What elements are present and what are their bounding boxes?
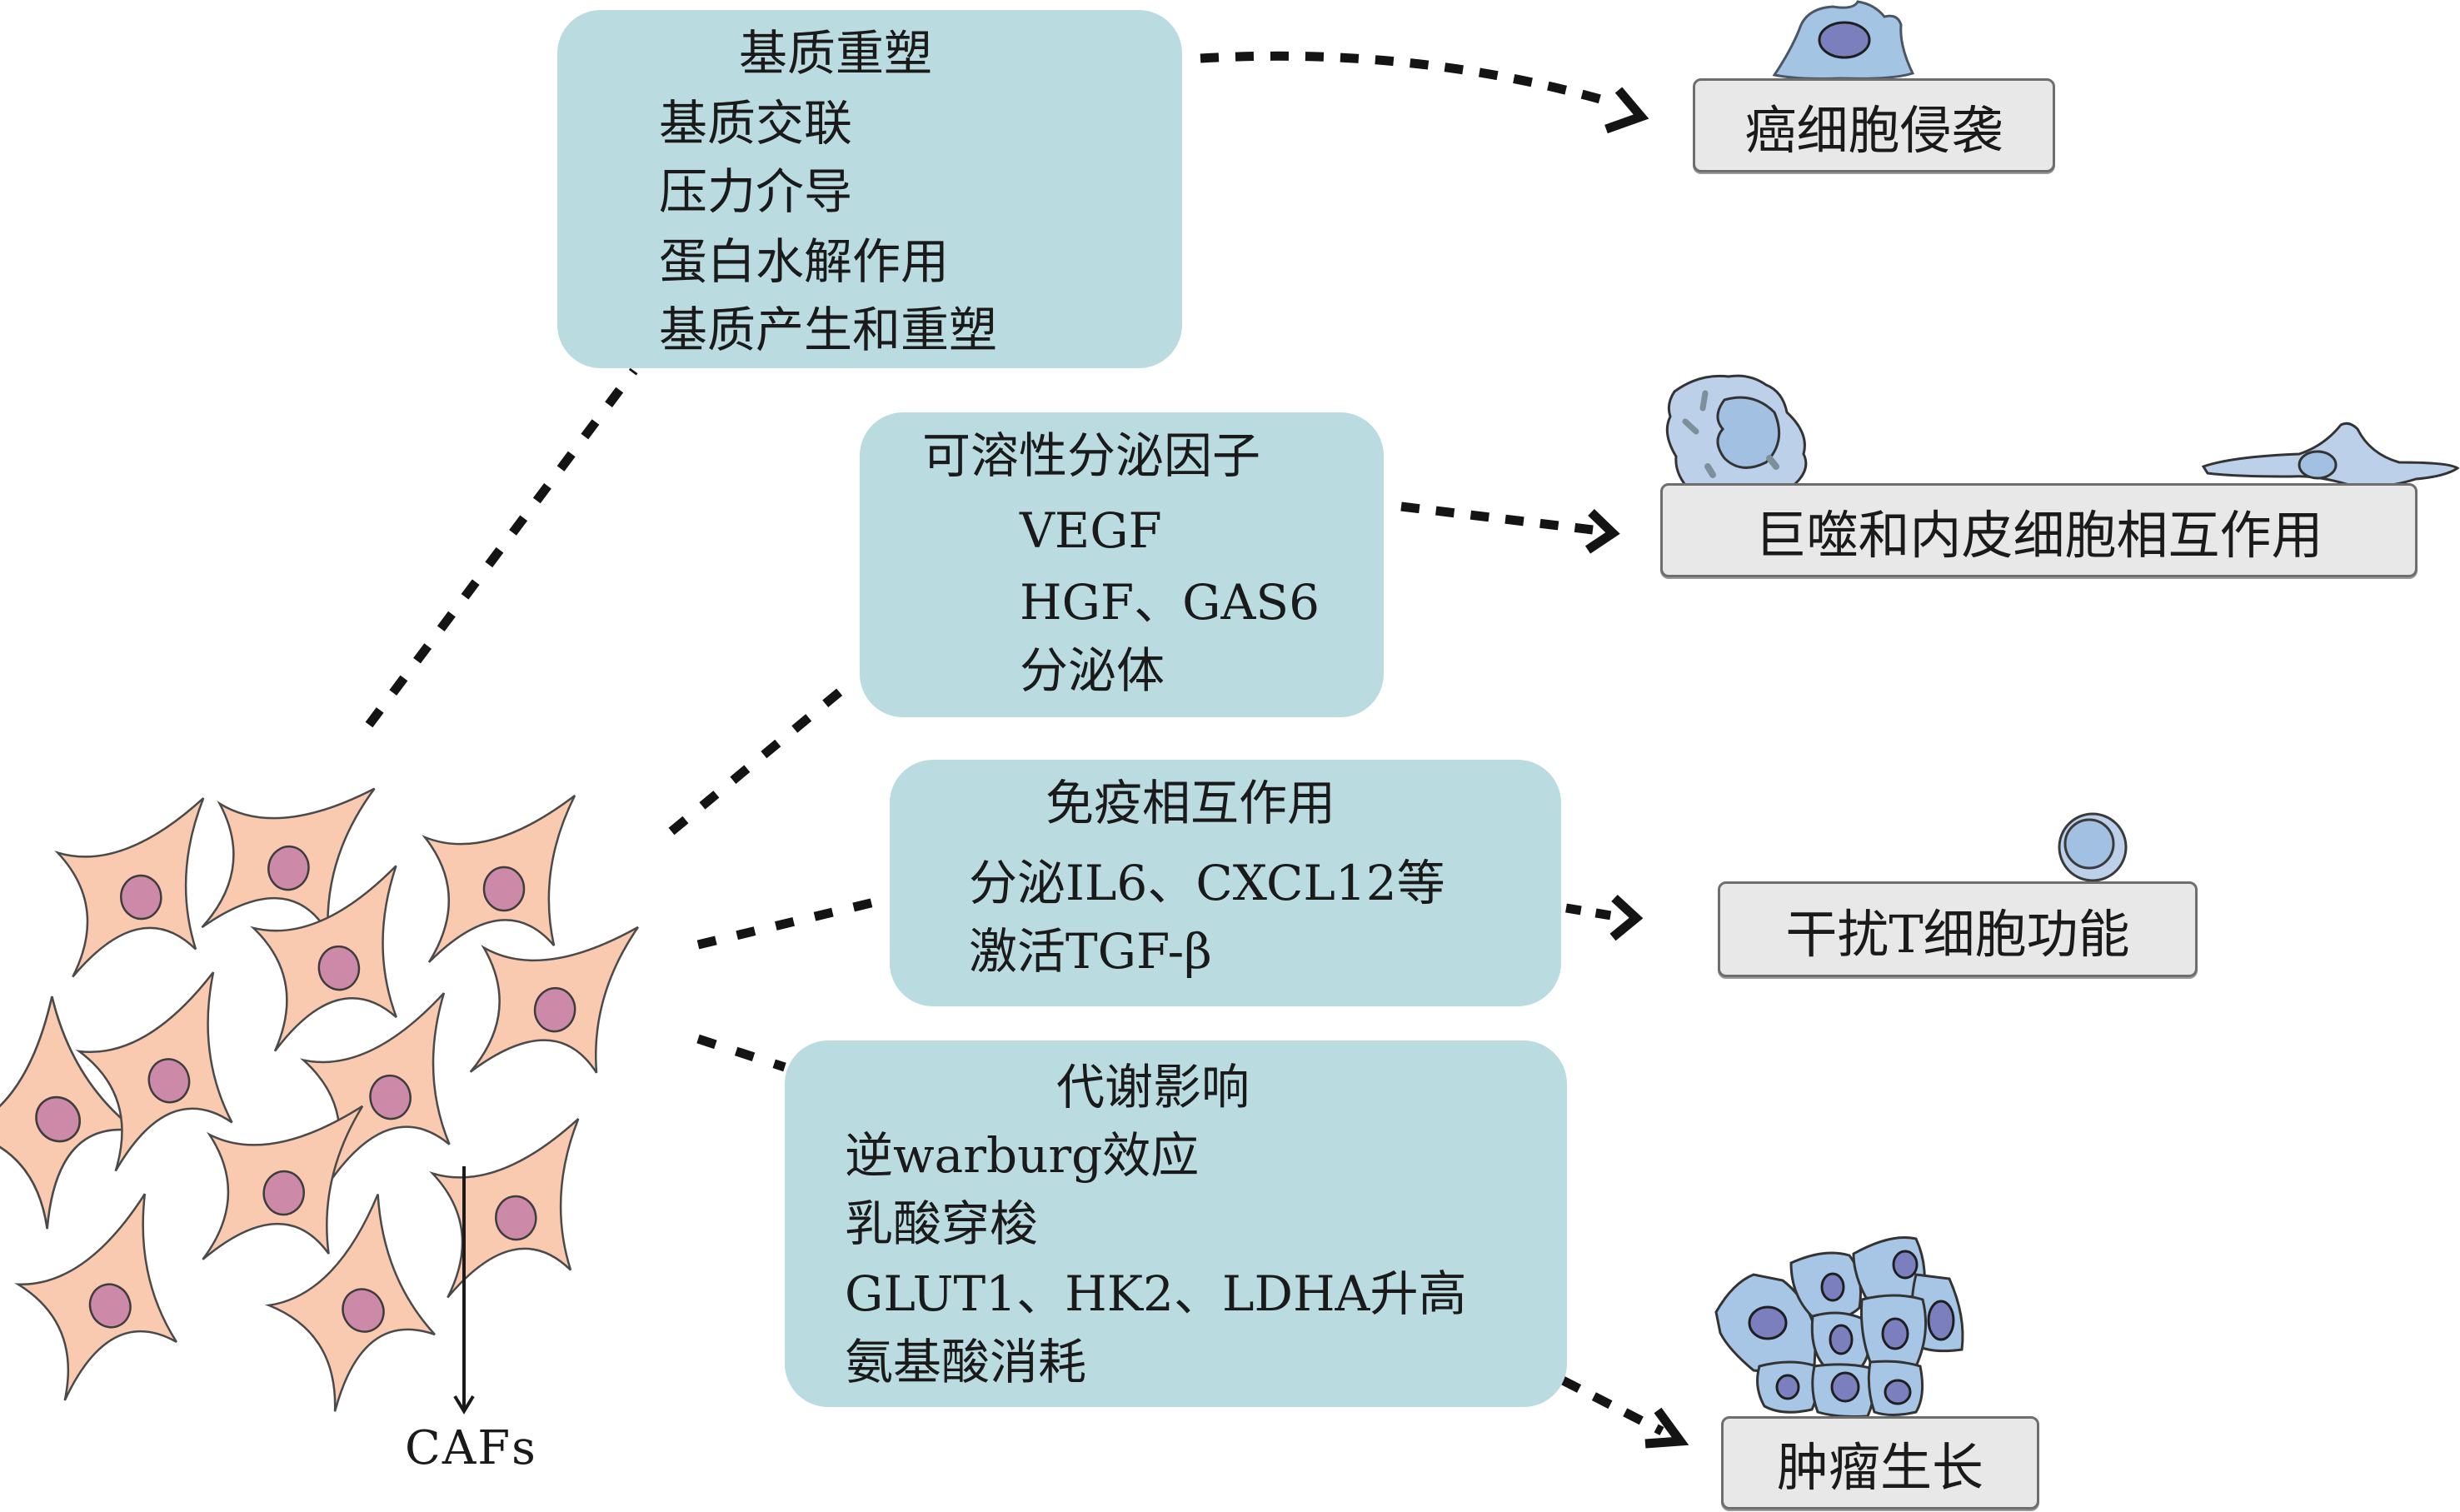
outcome-t-cell-interference: 干扰T细胞功能 xyxy=(1718,881,2198,977)
mechanism-item: 乳酸穿梭 xyxy=(845,1195,1039,1252)
arrowhead-t-cell-interference xyxy=(1609,894,1644,941)
mechanism-title: 免疫相互作用 xyxy=(1045,775,1336,831)
macrophage-icon xyxy=(1665,374,1808,498)
mechanism-item: 压力介导 xyxy=(659,163,853,220)
mechanism-item: 分泌体 xyxy=(1020,642,1165,699)
outcome-tumor-growth: 肿瘤生长 xyxy=(1721,1416,2039,1510)
mechanism-item: 基质产生和重塑 xyxy=(659,302,998,358)
cancer-cell-icon xyxy=(1772,0,1915,80)
arrow-to-cancer-invasion xyxy=(1200,51,1614,107)
endothelial-cell-icon xyxy=(2201,422,2460,488)
fibroblast-cluster-icon xyxy=(0,761,640,1415)
tumor-cluster-icon xyxy=(1714,1235,1964,1418)
mechanism-title: 代谢影响 xyxy=(1056,1059,1250,1115)
mechanism-item: 激活TGF-β xyxy=(969,923,1212,980)
connectors-from-cafs xyxy=(365,367,890,1072)
arrowhead-cancer-invasion xyxy=(1604,87,1649,134)
t-cell-icon xyxy=(2058,812,2128,882)
connector-to-matrix-remodeling xyxy=(365,367,638,728)
mechanism-box-immune-interaction: 免疫相互作用 分泌IL6、CXCL12等 激活TGF-β xyxy=(890,760,1561,1006)
arrow-to-t-cell-interference xyxy=(1565,903,1617,921)
outcome-cancer-invasion: 癌细胞侵袭 xyxy=(1693,78,2055,172)
arrow-to-macrophage-endothelial xyxy=(1400,502,1594,535)
arrow-to-tumor-growth xyxy=(1560,1376,1664,1435)
mechanism-item: VEGF xyxy=(1020,502,1162,559)
connector-to-soluble-factors xyxy=(668,681,851,836)
mechanism-item: HGF、GAS6 xyxy=(1020,574,1320,631)
cafs-label: CAFs xyxy=(405,1421,537,1475)
mechanism-box-soluble-factors: 可溶性分泌因子 VEGF HGF、GAS6 分泌体 xyxy=(860,412,1384,717)
mechanism-item: 氨基酸消耗 xyxy=(845,1334,1087,1390)
arrowhead-macrophage-endothelial xyxy=(1584,509,1620,554)
mechanism-item: 基质交联 xyxy=(659,95,853,152)
cafs-pointer-arrow xyxy=(453,1166,475,1415)
mechanism-title: 基质重塑 xyxy=(739,25,933,82)
mechanism-box-matrix-remodeling: 基质重塑 基质交联 压力介导 蛋白水解作用 基质产生和重塑 xyxy=(557,10,1182,368)
mechanism-item: GLUT1、HK2、LDHA升高 xyxy=(845,1265,1467,1322)
connector-to-immune-interaction xyxy=(696,894,890,950)
mechanism-item: 蛋白水解作用 xyxy=(659,233,950,290)
mechanism-title: 可溶性分泌因子 xyxy=(922,427,1261,484)
mechanism-item: 逆warburg效应 xyxy=(845,1127,1200,1184)
mechanism-box-metabolic-effects: 代谢影响 逆warburg效应 乳酸穿梭 GLUT1、HK2、LDHA升高 氨基… xyxy=(785,1040,1567,1407)
connector-to-metabolic-effects xyxy=(696,1034,786,1072)
outcome-macrophage-endothelial: 巨噬和内皮细胞相互作用 xyxy=(1660,483,2418,577)
arrowhead-tumor-growth xyxy=(1644,1407,1689,1449)
mechanism-item: 分泌IL6、CXCL12等 xyxy=(969,855,1445,911)
